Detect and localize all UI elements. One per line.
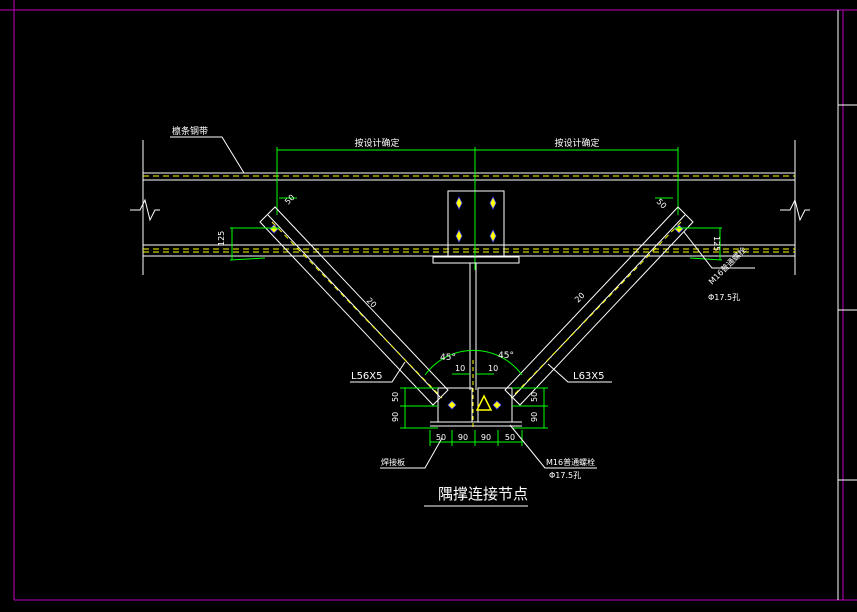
- side-dims: [400, 387, 548, 429]
- left-member-label: L56X5: [351, 371, 383, 382]
- top-left-note: 檩条钢带: [172, 125, 208, 137]
- top-dimension: [276, 147, 679, 270]
- bottom-dim-1: 90: [458, 433, 468, 442]
- purlin-top: [142, 140, 796, 275]
- dim-20-left: 20: [365, 296, 379, 310]
- right-member-leader: [547, 363, 612, 383]
- bottom-right-hole: Φ17.5孔: [549, 471, 581, 480]
- bottom-dim-3: 50: [505, 433, 515, 442]
- break-marks: [130, 198, 810, 222]
- left-brace-dashed: [271, 221, 443, 399]
- bottom-dim-2: 90: [481, 433, 491, 442]
- dim-50-v-left: 50: [391, 392, 400, 402]
- bottom-dims: [429, 430, 523, 446]
- drawing-title: 隅撑连接节点: [438, 485, 528, 503]
- dim-90-v-right: 90: [530, 412, 539, 422]
- dim-50-v-right: 50: [530, 392, 539, 402]
- end-dims-right: [655, 197, 723, 261]
- dim-125-right: 125: [712, 236, 721, 251]
- joint-weld-triangle: [475, 394, 493, 411]
- center-plate: [432, 190, 520, 390]
- joint-plates: [430, 387, 522, 427]
- dim-90-v-left: 90: [391, 412, 400, 422]
- top-dim-right-label: 按设计确定: [554, 137, 599, 149]
- dim-10-left: 10: [455, 364, 465, 373]
- left-member-leader: [350, 361, 406, 383]
- top-dim-left-label: 按设计确定: [354, 137, 399, 149]
- top-left-leader: [170, 136, 245, 174]
- bottom-left-leader: [380, 437, 443, 469]
- dim-50-left: 50: [283, 193, 297, 207]
- joint-bolts: [447, 400, 502, 410]
- end-dims-left: [229, 197, 297, 261]
- center-plate-bolts: [455, 196, 497, 243]
- right-brace-dashed: [510, 221, 682, 399]
- bottom-right-note: M16普通螺栓: [546, 457, 595, 467]
- angle-right: 45°: [498, 351, 514, 361]
- dim-125-left: 125: [217, 231, 226, 246]
- angle-left: 45°: [440, 353, 456, 363]
- bottom-left-note: 焊接板: [381, 457, 405, 467]
- right-bolt-hole: Φ17.5孔: [708, 293, 740, 302]
- brace-end-bolts: [269, 224, 684, 234]
- right-member-label: L63X5: [573, 371, 605, 382]
- dim-20-right: 20: [573, 291, 587, 305]
- bottom-right-leader: [509, 424, 597, 469]
- right-bolt-leader: [683, 231, 755, 269]
- bottom-dim-0: 50: [436, 433, 446, 442]
- dim-10-right: 10: [488, 364, 498, 373]
- title-block-stub: [837, 10, 857, 600]
- purlin-dashed: [143, 175, 795, 253]
- dim-50-right: 50: [655, 197, 669, 211]
- angle-arc: [424, 349, 523, 376]
